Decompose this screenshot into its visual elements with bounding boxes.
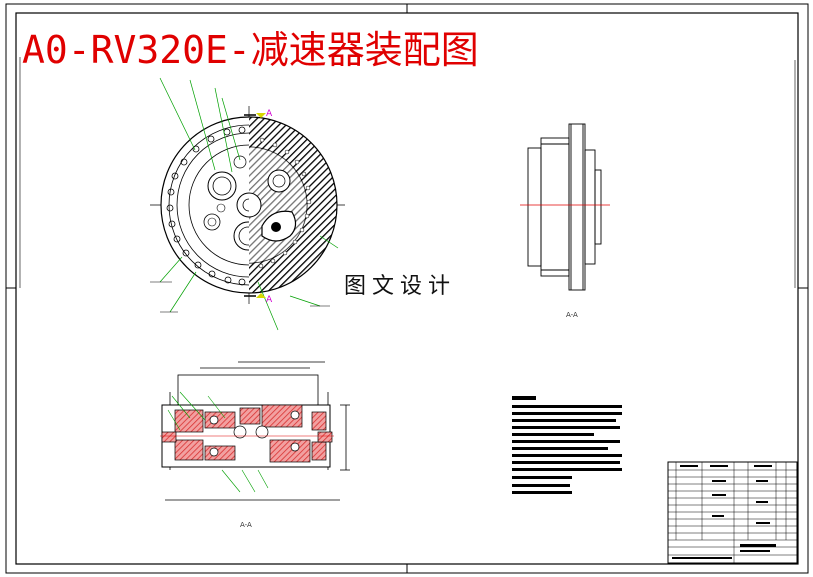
section-view xyxy=(160,361,350,501)
section-mark-bottom: A xyxy=(266,295,273,305)
section-mark-top: A xyxy=(266,109,273,119)
front-view xyxy=(150,77,345,331)
technical-notes xyxy=(512,396,622,494)
drawing-title: A0-RV320E-减速器装配图 xyxy=(22,28,479,72)
leader-lines xyxy=(159,77,339,331)
watermark-text: 图文设计 xyxy=(338,273,463,301)
title-block xyxy=(667,461,798,564)
section-label-side: A-A xyxy=(566,311,578,319)
section-label-section: A-A xyxy=(240,521,252,529)
side-view xyxy=(520,123,610,291)
